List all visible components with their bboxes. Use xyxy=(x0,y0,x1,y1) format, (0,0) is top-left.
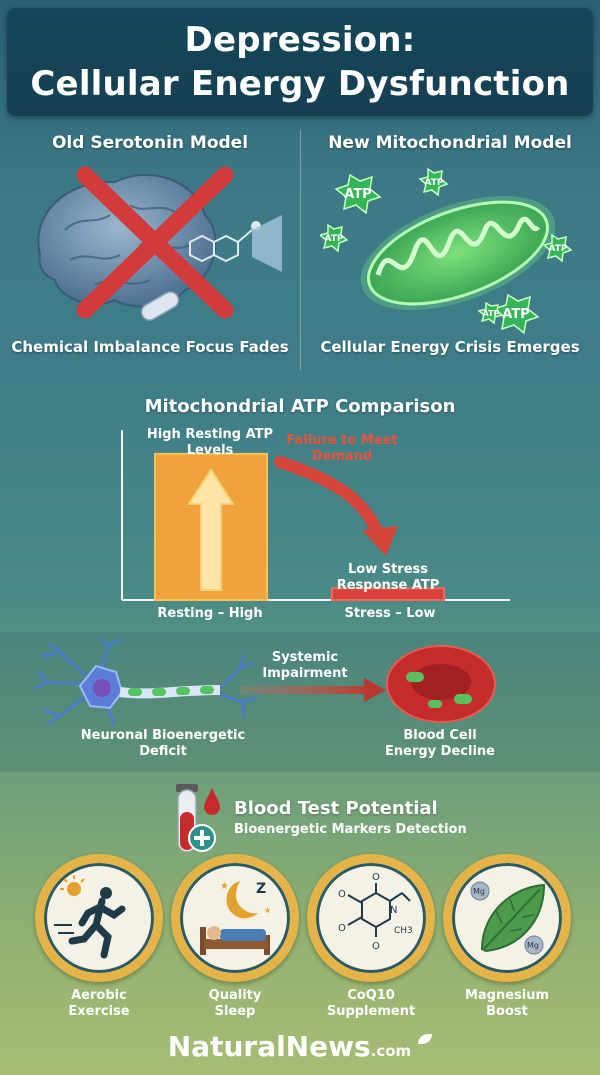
blood-test-title: Blood Test Potential xyxy=(234,798,438,819)
x-tick-stress: Stress – Low xyxy=(344,606,436,621)
decline-arrow xyxy=(274,456,384,540)
svg-text:ATP: ATP xyxy=(344,187,371,202)
resting-bar-label: High Resting ATP Levels xyxy=(146,427,274,458)
model-divider xyxy=(300,130,301,370)
chart-title: Mitochondrial ATP Comparison xyxy=(144,396,456,417)
neuron-icon xyxy=(34,638,258,726)
stress-bar-label: Low Stress Response ATP xyxy=(336,562,440,593)
brand-logo: NaturalNews.com xyxy=(0,1030,600,1063)
systemic-arrow xyxy=(240,678,386,702)
svg-text:O: O xyxy=(338,923,346,934)
old-model-heading: Old Serotonin Model xyxy=(51,133,249,153)
new-model-heading: New Mitochondrial Model xyxy=(328,133,572,153)
glowing-mitochondrion-icon: ATP ATP ATP ATP ATP ATP xyxy=(320,167,573,335)
quality-sleep-circle: Z ★ ★ xyxy=(171,854,299,982)
coq10-circle: O O O O N CH3 xyxy=(307,854,435,982)
runner-icon xyxy=(54,875,126,959)
sleep-icon: Z ★ ★ xyxy=(200,881,271,955)
aerobic-exercise-circle xyxy=(35,854,163,982)
svg-text:O: O xyxy=(372,872,380,883)
chart-annotation: Failure to Meet Demand xyxy=(286,433,398,464)
bar-stress xyxy=(331,587,445,602)
svg-text:ATP: ATP xyxy=(548,244,567,254)
svg-text:N: N xyxy=(390,905,397,916)
atp-bar-chart xyxy=(121,430,510,602)
brand-suffix: .com xyxy=(370,1042,412,1060)
crossed-brain-icon xyxy=(37,166,282,321)
svg-text:ATP: ATP xyxy=(483,309,500,318)
svg-text:O: O xyxy=(372,941,380,952)
svg-text:Mg: Mg xyxy=(473,887,485,896)
brand-leaf-icon xyxy=(418,1034,433,1044)
magnesium-circle: Mg Mg xyxy=(443,854,571,982)
svg-text:ATP: ATP xyxy=(502,307,529,322)
neuronal-deficit-label: Neuronal Bioenergetic Deficit xyxy=(80,728,246,759)
svg-text:ATP: ATP xyxy=(324,234,343,244)
x-tick-resting: Resting – High xyxy=(157,606,263,621)
blood-cell-label: Blood Cell Energy Decline xyxy=(385,728,495,759)
svg-text:O: O xyxy=(338,889,346,900)
svg-text:CH3: CH3 xyxy=(394,926,413,936)
title-line-1: Depression: xyxy=(184,20,416,60)
new-model-caption: Cellular Energy Crisis Emerges xyxy=(320,338,580,356)
title-line-2: Cellular Energy Dysfunction xyxy=(30,64,570,104)
svg-text:★: ★ xyxy=(220,881,229,892)
old-model-caption: Chemical Imbalance Focus Fades xyxy=(11,338,289,356)
red-blood-cell-icon xyxy=(386,645,496,723)
blood-test-tube-icon xyxy=(176,784,220,853)
blood-test-subtitle: Bioenergetic Markers Detection xyxy=(234,822,467,837)
leaf-icon: Mg Mg xyxy=(470,881,546,955)
svg-text:★: ★ xyxy=(264,906,271,915)
systemic-arrow-label: Systemic Impairment xyxy=(262,650,348,681)
brand-name: NaturalNews xyxy=(167,1030,371,1063)
decline-arrow-head xyxy=(362,526,398,556)
svg-text:ATP: ATP xyxy=(424,178,443,188)
up-arrow-icon xyxy=(187,468,235,591)
svg-text:Z: Z xyxy=(256,881,266,897)
svg-text:Mg: Mg xyxy=(527,941,539,950)
coq10-molecule-icon: O O O O N CH3 xyxy=(338,872,413,952)
title-banner: Depression: Cellular Energy Dysfunction xyxy=(7,8,593,116)
